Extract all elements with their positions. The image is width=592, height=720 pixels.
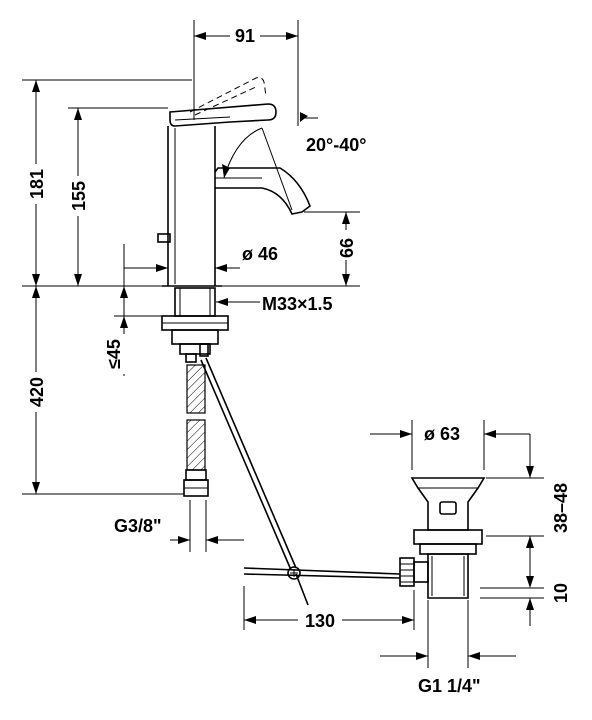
dimension-46: ø 46 [123,244,278,286]
dim-420-label: 420 [27,377,47,407]
popup-rod [200,357,401,606]
dim-10-label: 10 [551,583,571,603]
dim-63-label: ø 63 [424,424,460,444]
dimension-63: ø 63 [370,420,530,470]
dim-91-label: 91 [235,26,255,46]
dim-g114-label: G1 1/4" [418,676,481,696]
dimension-420: 420 [22,286,184,495]
dimension-155: 155 [68,107,168,286]
drain-assembly [399,477,486,599]
dimension-181: 181 [22,79,192,286]
dimension-angle: 20°-40° [222,112,366,211]
dim-m33-label: M33×1.5 [262,294,333,314]
dim-181-label: 181 [27,169,47,199]
dimension-130: 130 [243,586,415,632]
dim-38-48-label: 38–48 [551,483,571,533]
dim-66-label: 66 [337,238,357,258]
dimension-91: 91 [193,20,299,126]
supply-hose [183,364,209,497]
dimension-g114: G1 1/4" [380,600,516,696]
dimension-g38: G3/8" [114,500,244,552]
dimension-66: 66 [304,211,360,286]
dim-130-label: 130 [305,611,335,631]
dimension-10: 10 [480,576,571,626]
dim-45-label: ≤45 [104,339,124,369]
dim-angle-label: 20°-40° [306,135,366,155]
dimension-45: ≤45 [104,286,162,376]
dimension-m33: M33×1.5 [216,294,333,314]
faucet-body [157,77,311,287]
dim-46-label: ø 46 [242,244,278,264]
dimension-38-48: 38–48 [486,434,571,582]
dim-155-label: 155 [69,181,89,211]
dim-g38-label: G3/8" [114,516,162,536]
faucet-mounting [161,287,229,363]
